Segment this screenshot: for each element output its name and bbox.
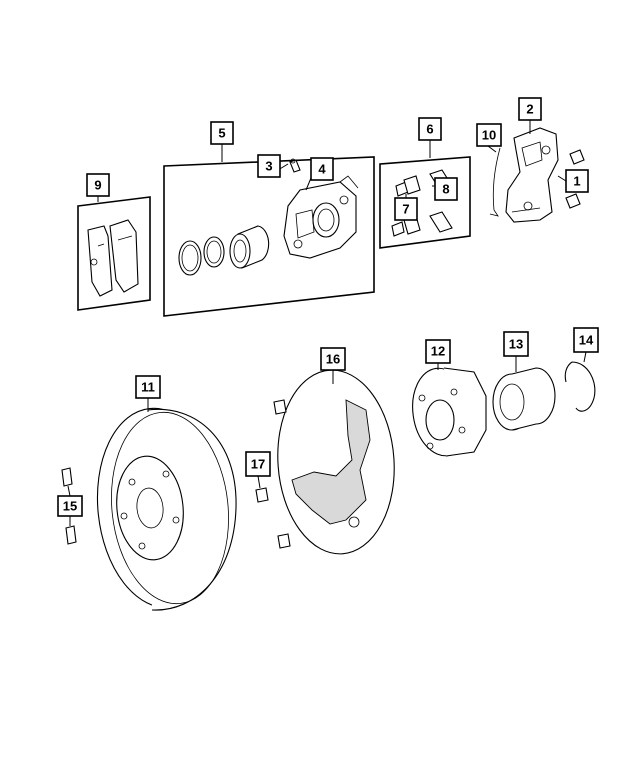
callout-15: 15 (57, 495, 83, 517)
callout-5: 5 (210, 121, 234, 145)
callout-13: 13 (503, 331, 529, 357)
brake-pad-group-frame (77, 196, 151, 311)
pin-kit-group-frame (379, 156, 471, 249)
callout-9: 9 (86, 173, 110, 197)
callout-10-label: 10 (482, 128, 496, 143)
wheel-bearing-part (492, 367, 556, 431)
brake-rotor-part (96, 407, 237, 611)
callout-4-label: 4 (318, 162, 326, 177)
callout-8-label: 8 (442, 182, 449, 197)
callout-14: 14 (573, 327, 599, 353)
callout-1: 1 (565, 169, 589, 193)
hub-part (412, 367, 487, 457)
callout-6-label: 6 (426, 122, 433, 137)
callout-14-label: 14 (579, 333, 594, 348)
callout-6: 6 (418, 117, 442, 141)
callout-3: 3 (257, 154, 281, 178)
brake-pads-part (87, 219, 139, 297)
splash-shield-part (277, 369, 395, 555)
callout-15-label: 15 (63, 499, 77, 514)
caliper-group-frame (163, 156, 375, 317)
callout-17-label: 17 (251, 457, 265, 472)
callout-13-label: 13 (509, 337, 523, 352)
wheel-studs-part (61, 467, 77, 545)
anti-rattle-clip-part (489, 147, 501, 217)
caliper-mounting-bolts-part (565, 149, 585, 209)
callout-12: 12 (425, 339, 451, 364)
callout-7: 7 (394, 197, 418, 221)
callout-11: 11 (135, 375, 161, 399)
callout-17: 17 (245, 451, 271, 477)
splash-shield-bolts-part (255, 399, 291, 549)
callout-2-label: 2 (526, 102, 533, 117)
callout-16: 16 (320, 347, 346, 371)
callout-5-label: 5 (218, 126, 225, 141)
callout-1-label: 1 (573, 174, 580, 189)
caliper-body-part (283, 175, 359, 259)
callout-3-label: 3 (265, 159, 272, 174)
callout-8: 8 (434, 177, 458, 201)
callout-2: 2 (518, 97, 542, 121)
callout-11-label: 11 (141, 380, 155, 395)
callout-7-label: 7 (402, 202, 409, 217)
callout-4: 4 (310, 157, 334, 181)
caliper-piston-seals-part (178, 225, 270, 276)
retaining-ring-part (564, 361, 596, 412)
callout-9-label: 9 (94, 178, 101, 193)
bleeder-screw-part (289, 158, 301, 173)
callout-16-label: 16 (326, 352, 340, 367)
callout-10: 10 (476, 123, 502, 147)
callout-12-label: 12 (431, 344, 445, 359)
caliper-adapter-part (505, 127, 559, 223)
